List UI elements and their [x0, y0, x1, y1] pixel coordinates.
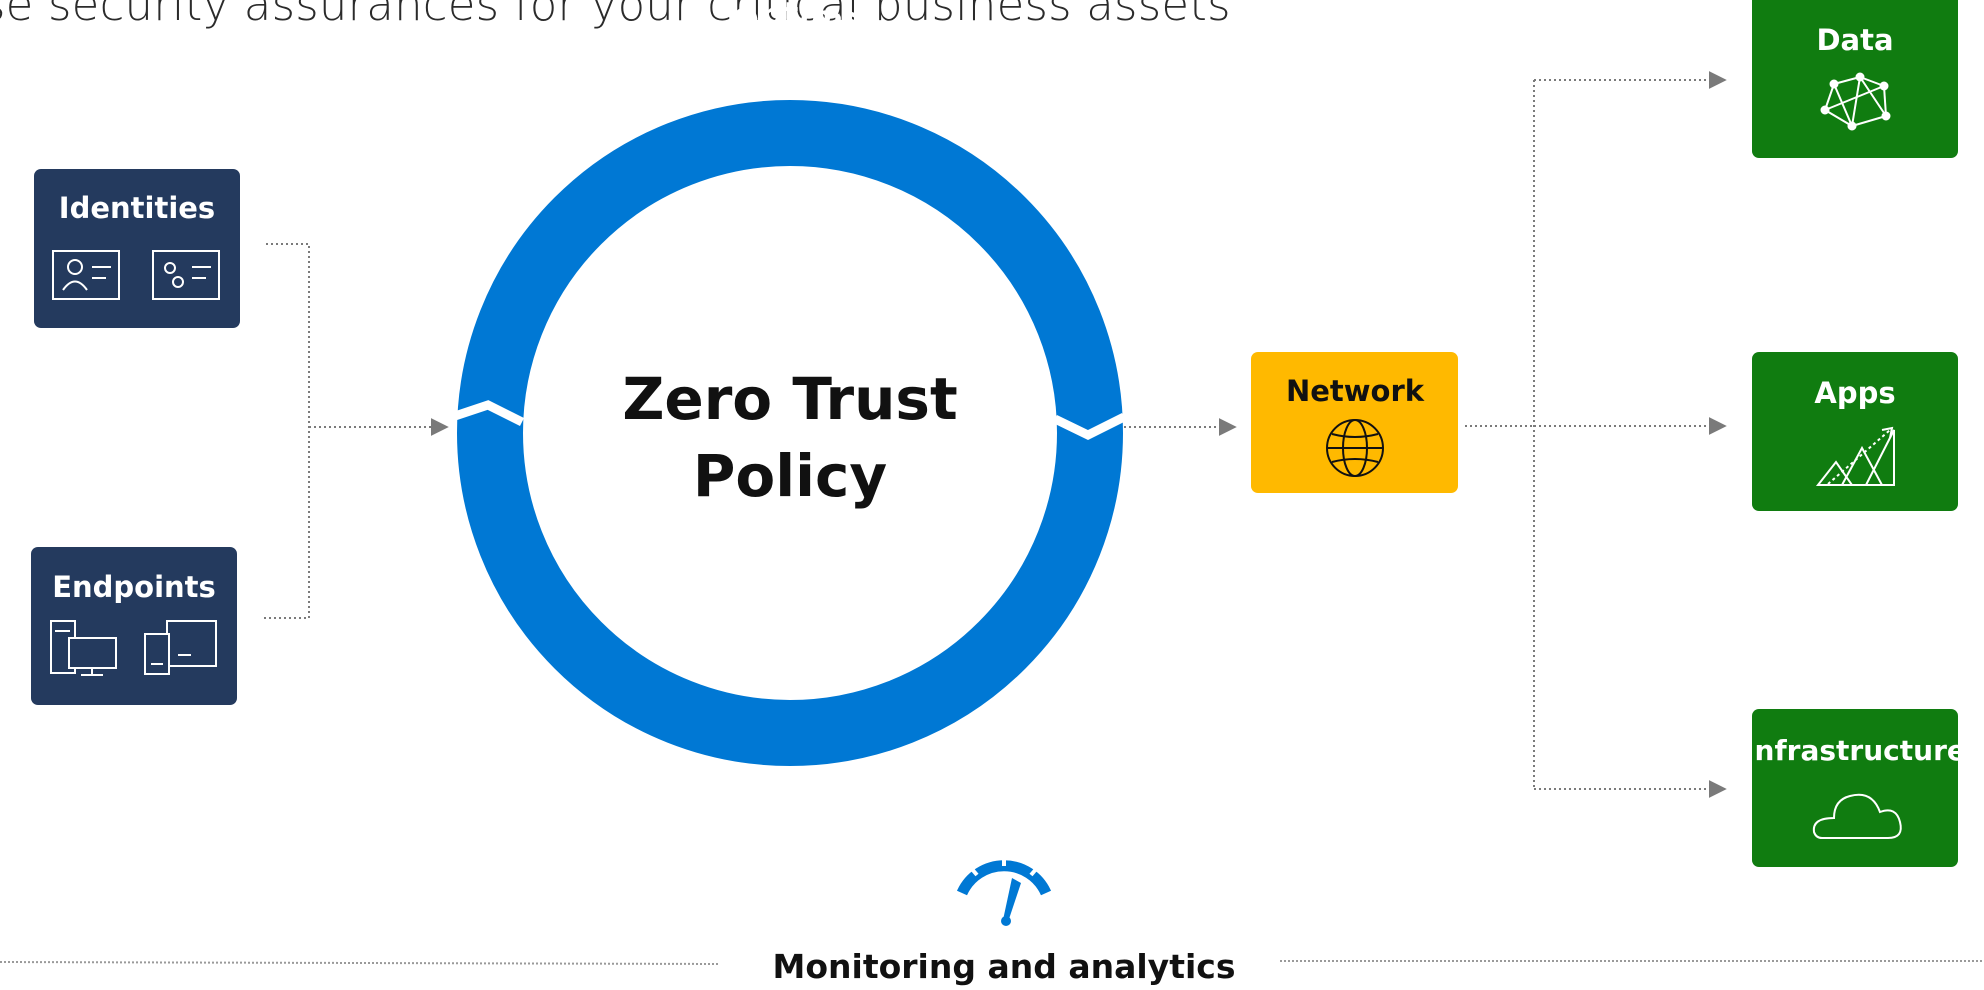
speedometer-icon: [956, 860, 1052, 926]
policy-ring: [450, 100, 1127, 766]
network-box[interactable]: Network: [1251, 352, 1458, 493]
threat-protection-label: Threat Protection: [655, 753, 926, 850]
apps-box[interactable]: Apps: [1752, 352, 1958, 511]
apps-title: Apps: [1814, 376, 1895, 410]
mobile-tablet-icon: [144, 620, 217, 675]
endpoints-connector: [264, 427, 310, 619]
policy-optimization-text: Policy Optimization: [629, 0, 950, 114]
monitoring-label: Monitoring and analytics: [773, 947, 1236, 986]
infrastructure-title: Infrastructure: [1744, 734, 1966, 767]
identities-connector: [266, 243, 310, 427]
chart-growth-icon: [1815, 426, 1895, 486]
page-headline: se security assurances for your critical…: [0, 0, 1231, 31]
gear-card-icon: [152, 250, 220, 300]
policy-title-line1: Zero Trust: [622, 365, 957, 433]
network-graph-icon: [1820, 72, 1891, 131]
monitoring-left-rule: [0, 961, 719, 965]
endpoints-box[interactable]: Endpoints: [31, 547, 237, 705]
monitoring-section: Monitoring and analytics: [0, 860, 1984, 986]
identities-box[interactable]: Identities: [34, 169, 240, 328]
infrastructure-box[interactable]: Infrastructure: [1744, 709, 1966, 867]
endpoints-title: Endpoints: [52, 570, 216, 604]
cloud-icon: [1812, 793, 1902, 839]
left-connectors: [264, 243, 449, 619]
threat-protection-text: Threat Protection: [655, 753, 926, 850]
data-box[interactable]: Data: [1752, 0, 1958, 158]
policy-optimization-label: Policy Optimization: [629, 0, 950, 114]
desktop-computer-icon: [50, 620, 117, 676]
right-connectors: [1465, 71, 1727, 798]
person-card-icon: [52, 250, 120, 300]
network-title: Network: [1286, 374, 1425, 408]
globe-icon: [1326, 419, 1384, 477]
data-title: Data: [1816, 23, 1893, 57]
identities-title: Identities: [59, 191, 215, 225]
policy-title-line2: Policy: [693, 442, 887, 510]
